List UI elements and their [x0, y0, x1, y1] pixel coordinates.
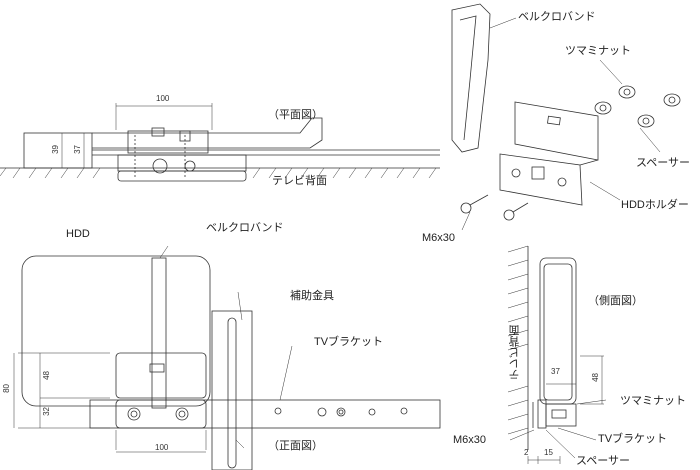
- tv-bracket-side-label: TVブラケット: [598, 433, 668, 445]
- dim-side-48: 48: [591, 373, 600, 382]
- tv-back-side-label: テレビ背面: [509, 325, 521, 380]
- tv-back-plan-label: テレビ背面: [272, 175, 327, 187]
- side-view-title: （側面図）: [588, 295, 643, 307]
- knob-exploded-label: ツマミナット: [565, 45, 631, 57]
- front-view: [13, 245, 441, 470]
- tv-bracket-front-label: TVブラケット: [314, 336, 384, 348]
- spacer-side-label: スペーサー: [576, 455, 631, 467]
- plan-view: [0, 103, 440, 182]
- velcro-exploded-label: ベルクロバンド: [518, 11, 596, 23]
- dim-plan-39: 39: [51, 145, 60, 154]
- dim-side-37: 37: [551, 367, 560, 376]
- velcro-front-label: ベルクロバンド: [206, 222, 284, 234]
- knob-side-label: ツマミナット: [620, 395, 686, 407]
- hdd-holder-label: HDDホルダー: [621, 199, 689, 211]
- screw-side-label: M6x30: [453, 434, 487, 446]
- aux-bracket-label: 補助金具: [290, 290, 334, 302]
- dim-front-48: 48: [42, 371, 51, 380]
- screws: [460, 194, 529, 231]
- side-view: [507, 245, 607, 464]
- dim-side-2: 2: [524, 448, 529, 457]
- front-view-title: （正面図）: [268, 440, 323, 452]
- dim-plan-37: 37: [73, 145, 82, 154]
- hdd-label: HDD: [66, 228, 90, 240]
- dim-plan-width: 100: [156, 94, 170, 103]
- dim-side-15: 15: [544, 448, 553, 457]
- exploded-view: [451, 3, 681, 231]
- spacer-exploded-label: スペーサー: [636, 157, 691, 169]
- screw-exploded-label: M6x30: [422, 232, 456, 244]
- plan-view-title: （平面図）: [268, 109, 323, 121]
- dim-front-32: 32: [42, 407, 51, 416]
- dim-front-width: 100: [155, 443, 169, 452]
- dim-front-80: 80: [2, 384, 11, 393]
- spacers: [594, 101, 661, 153]
- knob-nuts: [599, 59, 681, 107]
